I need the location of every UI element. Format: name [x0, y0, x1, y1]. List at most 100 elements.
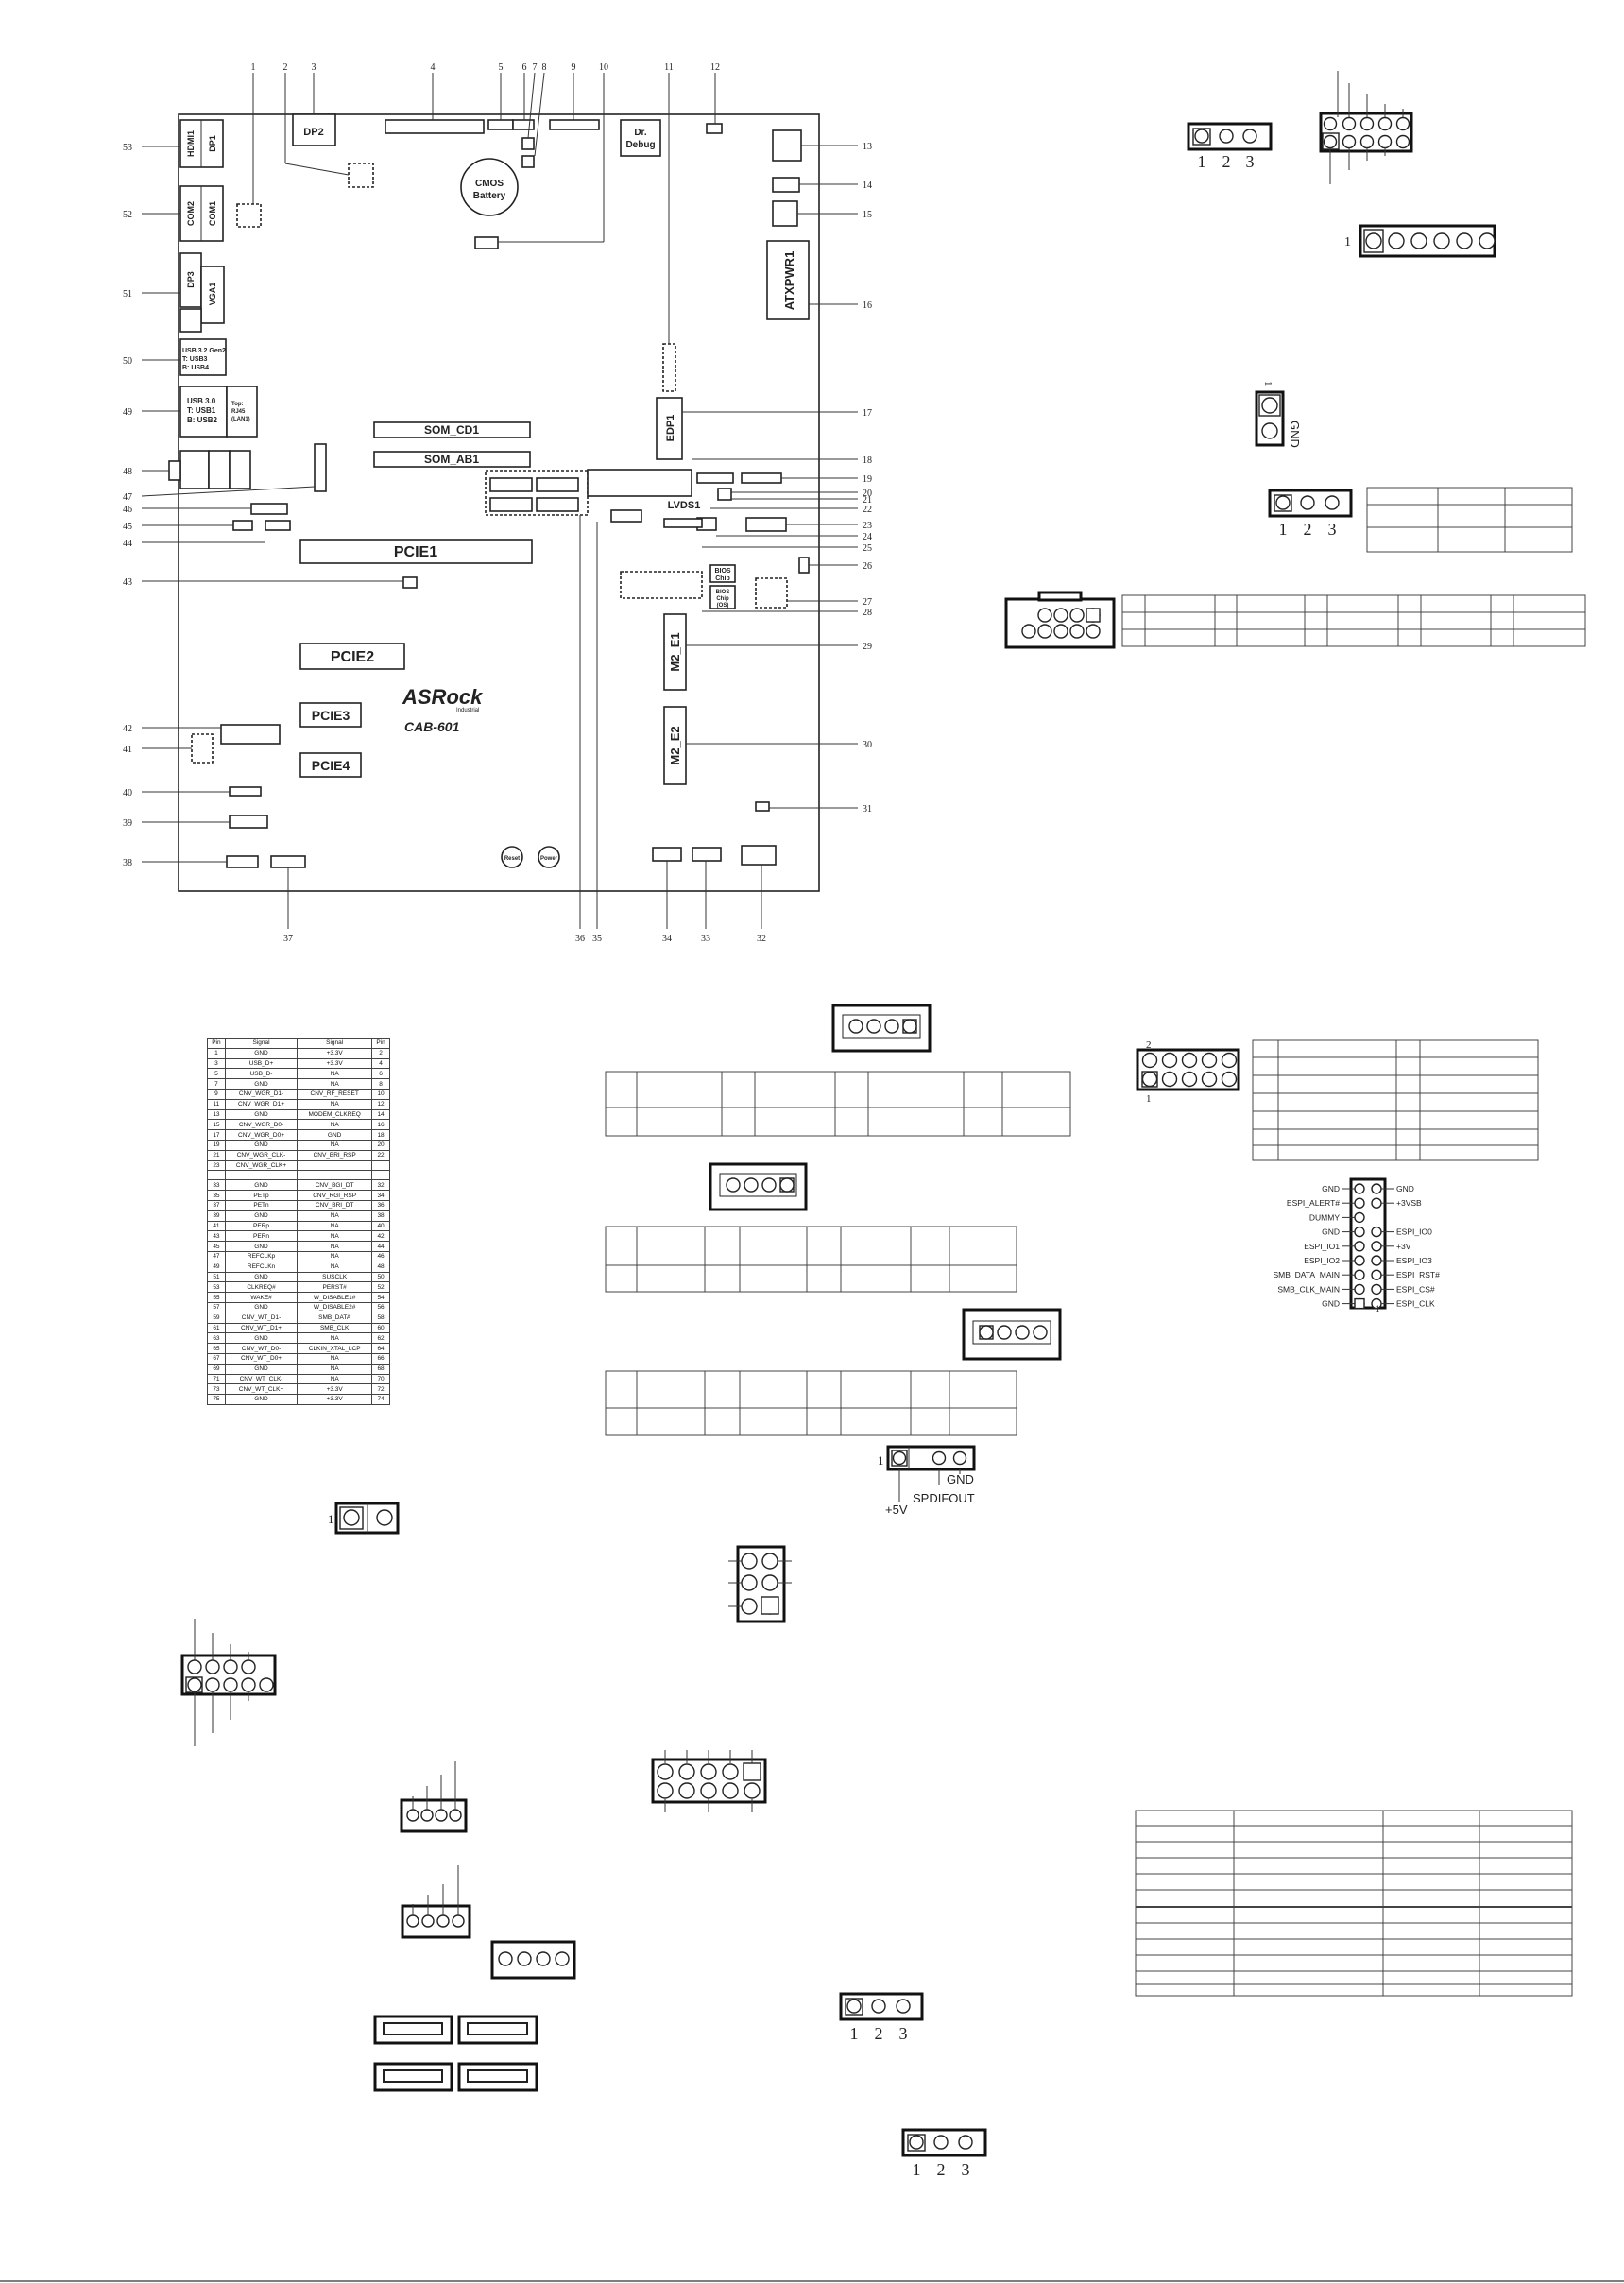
table-cell: 2	[371, 1047, 390, 1059]
cmos-label-2: Battery	[473, 191, 506, 201]
m2-header-signal-right: Signal	[297, 1038, 373, 1049]
table-cell: 52	[371, 1281, 390, 1294]
header-25	[663, 518, 703, 528]
pcie1	[299, 539, 533, 564]
edp1	[656, 397, 683, 460]
espi-pin	[1354, 1241, 1365, 1252]
espi-left-label: SMB_CLK_MAIN	[1277, 1284, 1340, 1294]
espi-left-label: ESPI_IO1	[1304, 1242, 1340, 1251]
header-31	[755, 801, 770, 812]
table-fan-b	[605, 1226, 1017, 1293]
table-cell: 15	[207, 1119, 226, 1131]
table-cell: USB_D-	[224, 1068, 299, 1080]
callout-44: 44	[123, 539, 132, 549]
fan-connector-b	[709, 1162, 808, 1211]
cmos-label-1: CMOS	[475, 179, 504, 189]
m2-e2	[663, 706, 687, 785]
table-cell: 72	[371, 1383, 390, 1396]
header-2x5-a	[1319, 71, 1413, 184]
table-cell: NA	[297, 1332, 373, 1345]
table-cell: CNV_RF_RESET	[297, 1088, 373, 1100]
table-cell: 57	[207, 1301, 226, 1313]
usb32-label-2: T: USB3	[182, 356, 208, 363]
header-1x6: 1	[1344, 224, 1496, 258]
espi-pin	[1354, 1283, 1365, 1296]
table-cell: 8	[371, 1078, 390, 1090]
table-cell: 46	[371, 1250, 390, 1262]
jumper-3pin-a: 1 2 3	[1187, 122, 1273, 171]
reset-button	[501, 846, 523, 868]
table-cell: GND	[224, 1301, 299, 1313]
table-cell: NA	[297, 1241, 373, 1252]
header-3x2	[728, 1545, 792, 1623]
table-cell: PETp	[224, 1190, 299, 1201]
table-cell: 33	[207, 1179, 226, 1192]
table-cell: REFCLKn	[224, 1261, 299, 1273]
table-cell: NA	[297, 1230, 373, 1243]
table-cell: GND	[224, 1394, 299, 1405]
table-cell: 65	[207, 1343, 226, 1354]
espi-left-label: ESPI_ALERT#	[1287, 1198, 1340, 1208]
table-cell: 35	[207, 1190, 226, 1201]
callout-45: 45	[123, 522, 132, 532]
table-cell: 73	[207, 1383, 226, 1396]
callout-30: 30	[863, 740, 872, 750]
spdif-out: SPDIFOUT	[913, 1491, 975, 1505]
com1-label: COM1	[208, 201, 217, 226]
pin-d-3: 3	[962, 2160, 970, 2179]
table-cell: NA	[297, 1098, 373, 1110]
table-cell: SMB_CLK	[297, 1322, 373, 1334]
vertical-pin1: 1	[1262, 381, 1274, 386]
callout-21: 21	[863, 495, 872, 506]
header-2x5-d	[180, 1619, 277, 1746]
fan-33	[692, 847, 722, 862]
header-11	[662, 343, 676, 392]
power-switch-block	[179, 308, 202, 333]
table-cell: CNV_WGR_D1+	[224, 1098, 299, 1110]
table-cell: 51	[207, 1271, 226, 1283]
m2-header-pin-right: Pin	[371, 1038, 390, 1049]
header-2	[348, 163, 374, 188]
som-ab1	[373, 451, 531, 468]
callout-24: 24	[863, 532, 872, 542]
table-cell: WAKE#	[224, 1292, 299, 1303]
header-43	[402, 576, 418, 589]
table-cell: 14	[371, 1108, 390, 1121]
sata-a	[489, 477, 533, 492]
table-cell: 71	[207, 1373, 226, 1385]
callout-22: 22	[863, 505, 872, 515]
table-cell: GND	[224, 1047, 299, 1059]
table-cell: GND	[224, 1363, 299, 1375]
bios-chip-os-label-2: Chip	[716, 596, 729, 602]
callout-12: 12	[710, 62, 720, 73]
rj45-label-1: Top:	[231, 402, 244, 407]
header-23	[745, 517, 787, 532]
table-jumper-b	[1366, 487, 1573, 553]
table-cell: 68	[371, 1363, 390, 1375]
power-button	[538, 846, 560, 868]
dr-debug	[620, 119, 661, 157]
header-27	[755, 577, 788, 609]
table-cell: 61	[207, 1322, 226, 1334]
table-cell: CNV_WT_D0+	[224, 1352, 299, 1365]
table-cell: 22	[371, 1149, 390, 1161]
jumper-26	[798, 557, 810, 574]
table-cell: GND	[224, 1139, 299, 1151]
header-28	[620, 571, 703, 599]
table-cell: 41	[207, 1220, 226, 1232]
vga1-port	[200, 266, 225, 324]
table-cell: CLKREQ#	[224, 1281, 299, 1294]
fan-connector-a	[831, 1004, 932, 1053]
bios-chip-label-1: BIOS	[714, 568, 730, 575]
callout-15: 15	[863, 210, 872, 220]
table-cell: NA	[297, 1210, 373, 1222]
